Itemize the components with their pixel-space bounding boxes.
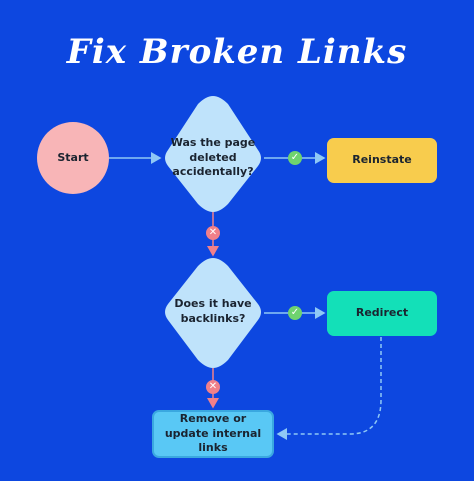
decision-1-label: Was the page deleted accidentally? [170, 135, 256, 179]
start-node: Start [37, 122, 109, 194]
decision-2-label: Does it have backlinks? [174, 297, 252, 325]
decision-diamond-2 [165, 258, 261, 368]
yes-check-icon: ✓ [288, 306, 302, 320]
remove-update-node: Remove or update internal links [152, 410, 274, 458]
redirect-label: Redirect [355, 306, 409, 320]
redirect-node: Redirect [327, 291, 437, 336]
reinstate-node: Reinstate [327, 138, 437, 183]
connector-redirect-to-remove [276, 337, 382, 440]
reinstate-label: Reinstate [352, 153, 412, 167]
yes-check-icon: ✓ [288, 151, 302, 165]
no-cross-icon: ✕ [206, 226, 220, 240]
no-cross-icon: ✕ [206, 380, 220, 394]
start-label: Start [57, 150, 89, 164]
decision-diamond-1 [165, 96, 261, 212]
remove-update-label: Remove or update internal links [164, 411, 262, 455]
diagram-title: Fix Broken Links [66, 32, 408, 72]
